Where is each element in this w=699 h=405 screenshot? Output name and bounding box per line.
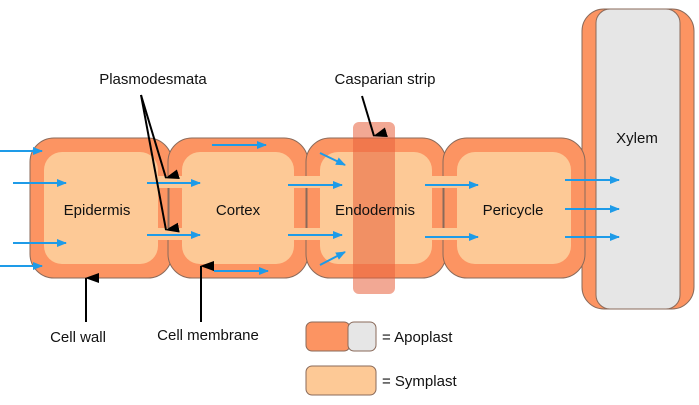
pointer-arrow <box>140 94 180 233</box>
legend-swatch-apoplast <box>305 321 351 352</box>
cell-label-epidermis: Epidermis <box>64 202 131 219</box>
pointer-arrow <box>140 94 180 180</box>
plasmodesmata-pointers <box>140 94 180 233</box>
label-casparian-strip: Casparian strip <box>335 71 436 88</box>
cell-membrane <box>457 152 571 264</box>
label-cell-wall: Cell wall <box>50 329 106 346</box>
flow-arrow <box>319 152 346 166</box>
cell-label-cortex: Cortex <box>216 202 261 219</box>
legend: = Apoplast = Symplast <box>305 321 457 396</box>
cell-membrane <box>44 152 158 264</box>
water-flow-arrows <box>0 141 620 275</box>
legend-label-symplast: = Symplast <box>382 373 457 390</box>
xylem-vessel: Xylem <box>581 8 695 310</box>
cell-pericycle <box>442 137 586 279</box>
casparian-pointer-arrow <box>361 95 388 138</box>
cell-membrane <box>182 152 294 264</box>
plasmodesma <box>430 176 460 188</box>
cell-label-endodermis: Endodermis <box>335 202 415 219</box>
label-cell-membrane: Cell membrane <box>157 327 259 344</box>
plasmodesma <box>430 228 460 240</box>
label-plasmodesmata: Plasmodesmata <box>99 71 207 88</box>
casparian-strip <box>353 122 395 294</box>
legend-label-apoplast: = Apoplast <box>382 329 453 346</box>
legend-swatch-apoplast-xylem <box>347 321 377 352</box>
flow-arrow <box>319 251 346 266</box>
legend-swatch-symplast <box>305 365 377 396</box>
plasmodesma <box>292 176 322 188</box>
cell-cortex <box>167 137 309 279</box>
xylem-label: Xylem <box>616 130 658 147</box>
cell-label-pericycle: Pericycle <box>483 202 544 219</box>
